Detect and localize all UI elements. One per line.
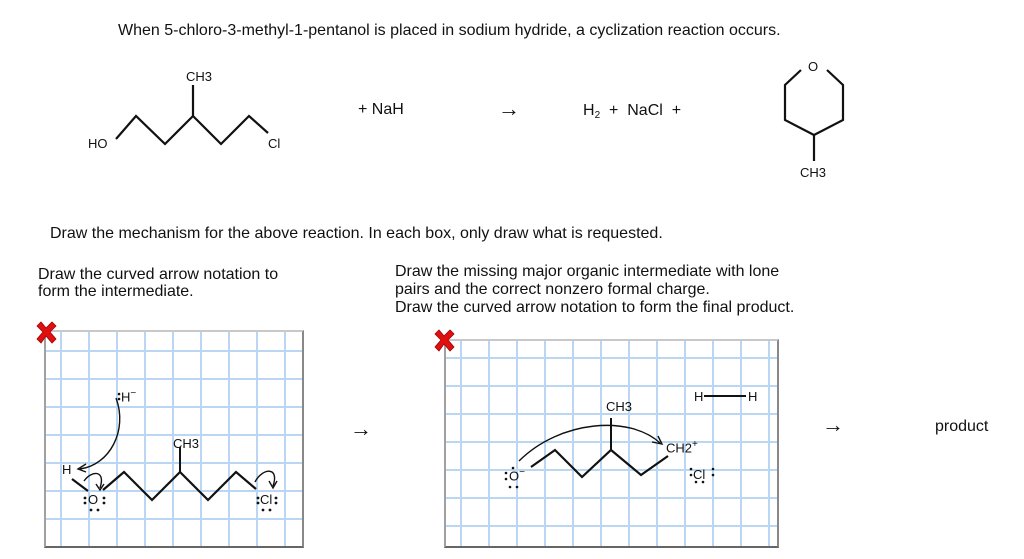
box1-hydride-label: H− (121, 388, 137, 405)
box2-prompt: Draw the missing major organic intermedi… (395, 263, 795, 316)
instruction-text: Draw the mechanism for the above reactio… (50, 225, 663, 242)
reactant-ch3-label: CH3 (186, 69, 213, 84)
box1-h-label: H (62, 462, 72, 477)
box2-ch3-label: CH3 (606, 399, 633, 414)
reactant-skeleton (115, 85, 269, 146)
box1-prompt: Draw the curved arrow notation to form t… (38, 266, 279, 300)
box1-cl-label: Cl (260, 492, 273, 507)
product-o-label: O (808, 59, 819, 74)
canvas-1-content: H− H O CH3 Cl (0, 0, 278, 512)
mechanism-arrow-1: → (350, 416, 372, 441)
reaction-products: H2 + NaCl + (583, 102, 682, 121)
reactant-cl-label: Cl (268, 136, 281, 151)
canvas-2-content: O− CH3 CH2+ Cl H H (0, 0, 757, 489)
error-x-icon-2 (434, 329, 455, 352)
reactant-structure: HO Cl CH3 (0, 0, 340, 170)
box2-h2-left-label: H (694, 389, 704, 404)
box1-o-label: O (88, 492, 99, 507)
product-structure: O CH3 (760, 55, 860, 185)
error-x-icon-1 (36, 321, 57, 344)
box2-o-label: O− (509, 467, 525, 484)
tetrahydropyran-ring (783, 69, 845, 161)
plus-nah: + NaH (358, 101, 404, 118)
product-label: product (935, 418, 989, 435)
drawing-canvas-2[interactable] (444, 339, 779, 548)
mechanism-arrow-2: → (822, 412, 844, 437)
box1-ch3-label: CH3 (173, 436, 200, 451)
reaction-arrow: → (498, 96, 520, 121)
product-ch3-label: CH3 (800, 165, 827, 180)
box2-h2-right-label: H (748, 389, 758, 404)
drawing-canvas-1[interactable] (44, 330, 304, 548)
box2-cl-label: Cl (693, 467, 706, 482)
reactant-ho-label: HO (88, 136, 108, 151)
intro-text: When 5-chloro-3-methyl-1-pentanol is pla… (118, 22, 781, 39)
box2-ch2-label: CH2+ (666, 439, 698, 456)
